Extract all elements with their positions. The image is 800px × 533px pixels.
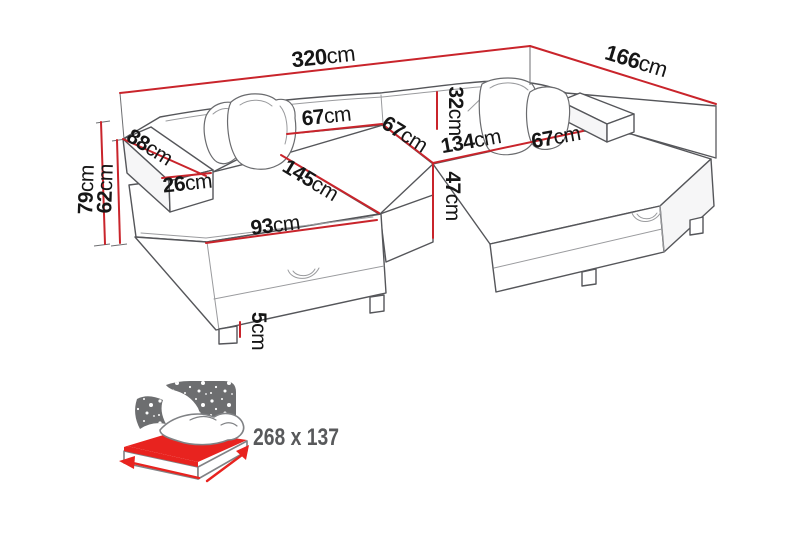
pillow-left-front-fold-1 xyxy=(239,99,273,107)
left-chaise-seat-piping xyxy=(140,216,374,239)
left-chaise-body xyxy=(134,213,387,331)
dimension-lines xyxy=(100,45,717,338)
left-storage-handle xyxy=(287,267,320,279)
wire-tick-79-top xyxy=(95,120,111,124)
dim-label-armrest-width: 26cm xyxy=(162,170,213,198)
width-arrow-head xyxy=(119,456,135,469)
dimension-labels: 320cm 166cm 79cm 62cm 88cm 26cm 67cm 67c… xyxy=(74,40,670,351)
dim-label-back-height: 79cm xyxy=(74,165,99,215)
dim-line-left-chaise-width xyxy=(205,219,378,244)
dim-line-armrest-height xyxy=(116,139,121,244)
dim-line-armrest-width xyxy=(161,172,212,179)
dim-line-left-chaise-length xyxy=(280,154,380,214)
dim-label-leg-height: 5cm xyxy=(247,312,270,350)
dim-line-armrest-length xyxy=(122,138,207,177)
middle-seat-front xyxy=(379,194,434,263)
dim-label-backrest-section-width: 67cm xyxy=(301,103,352,131)
dim-label-backrest-height: 32cm xyxy=(444,86,467,135)
pillow-left-front-fold-2 xyxy=(279,105,288,145)
duvet xyxy=(159,412,245,446)
dim-line-back-height xyxy=(100,121,106,245)
dim-line-backrest-section-width xyxy=(286,123,383,135)
blanket-stars-small xyxy=(135,396,166,429)
length-arrow-head xyxy=(236,445,249,460)
dim-line-total-width xyxy=(119,45,531,94)
right-chaise-drawer-seam xyxy=(493,228,663,269)
left-chaise-corner-seam xyxy=(206,241,220,331)
dim-label-total-width: 320cm xyxy=(290,41,356,73)
right-chaise-leg-front xyxy=(581,268,597,287)
wire-tick-62-bottom xyxy=(110,243,128,247)
right-armrest-front xyxy=(606,113,635,143)
right-chaise-leg-right xyxy=(689,216,704,236)
pillow-right-front-fold xyxy=(489,82,529,91)
dim-label-total-depth: 166cm xyxy=(602,40,670,82)
left-chaise-leg-front xyxy=(218,325,238,345)
sofa-bed-icon xyxy=(119,381,249,483)
duvet-fold-2 xyxy=(220,422,238,427)
dim-label-right-chaise-width: 67cm xyxy=(530,122,583,153)
dim-label-left-chaise-width: 93cm xyxy=(249,211,301,240)
dim-line-total-depth xyxy=(529,45,717,105)
dim-label-armrest-height: 62cm xyxy=(93,164,118,214)
sleeping-area-label: 268 x 137 xyxy=(253,424,339,451)
right-storage-handle xyxy=(631,211,662,222)
pillow-left-front xyxy=(226,93,297,170)
left-chaise-leg-right xyxy=(369,294,385,314)
width-arrow-line xyxy=(131,461,201,480)
wire-tick-79-bottom xyxy=(93,243,111,247)
backrest-section-seam-2 xyxy=(380,94,384,124)
length-arrow-line xyxy=(205,453,244,483)
sofa-illustration xyxy=(122,77,717,345)
mattress-front-edge xyxy=(124,446,198,467)
wire-left-corner xyxy=(119,92,125,140)
dim-line-right-seat-width xyxy=(432,130,584,164)
left-chaise-drawer-seam xyxy=(213,265,385,300)
dim-label-seat-height: 47cm xyxy=(441,171,464,220)
dim-line-middle-seat-width xyxy=(381,123,434,164)
duvet-fold-1 xyxy=(189,415,217,421)
pillow-right-back xyxy=(525,86,571,150)
